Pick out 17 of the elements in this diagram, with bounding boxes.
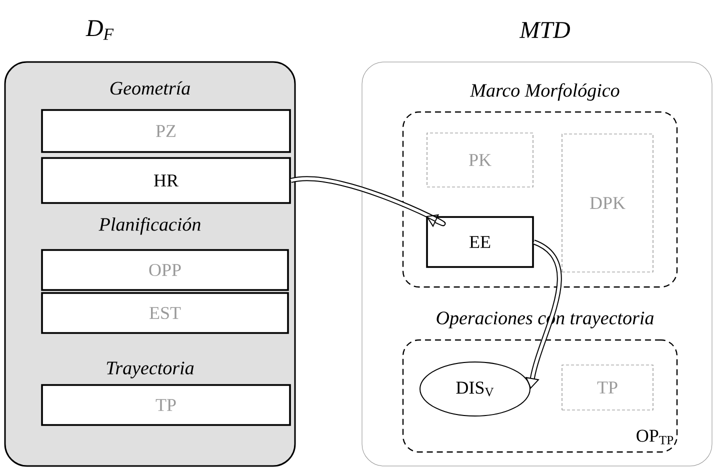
element-box: EST: [41, 292, 289, 334]
element-box: OPP: [41, 249, 289, 291]
element-box: PZ: [41, 109, 291, 153]
section-heading: Marco Morfológico: [468, 81, 622, 103]
element-box: TP: [562, 364, 654, 410]
heading: MTD: [519, 22, 570, 38]
group-label: OP$_{TP}$: [636, 430, 674, 444]
heading: D$_{F}$: [86, 20, 114, 40]
section-heading: Planificación: [96, 215, 204, 237]
section-heading: Trayectoria: [104, 360, 196, 380]
curved-arrow: [290, 176, 444, 228]
element-box: TP: [41, 384, 291, 426]
element-box: PK: [426, 132, 534, 188]
element-box: EE: [426, 216, 534, 268]
element-box: HR: [41, 157, 291, 204]
section-heading: Geometría: [107, 79, 193, 97]
element-box: DPK: [562, 134, 654, 272]
